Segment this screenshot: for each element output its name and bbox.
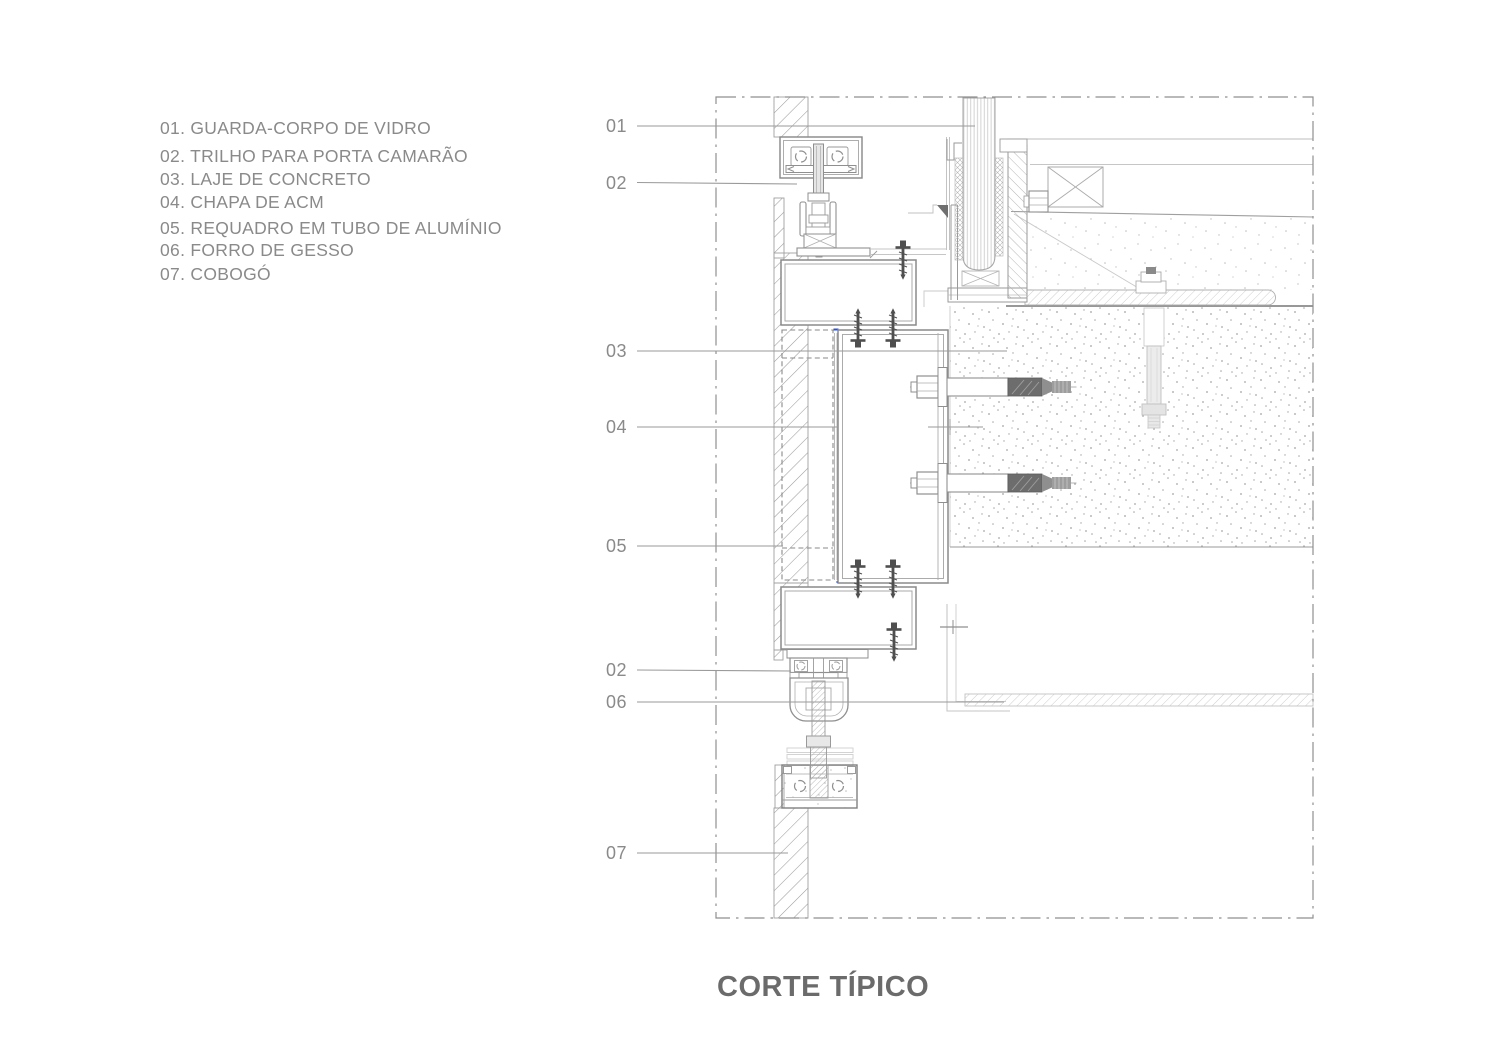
callout-label-02: 02 — [605, 173, 627, 193]
callout-label-02b: 02 — [605, 660, 627, 680]
drawing-boundary — [715, 96, 1314, 919]
glass-guardrail-group — [908, 97, 1049, 307]
glass-gasket — [994, 157, 1004, 257]
setting-block — [961, 270, 1000, 287]
frame-box — [837, 329, 949, 584]
upper-tube — [780, 259, 917, 326]
floor-track-block — [781, 764, 858, 809]
shoe-bolt — [1023, 190, 1049, 213]
door-track-bottom — [786, 649, 869, 779]
callout-label-03: 03 — [605, 341, 627, 361]
plaster-ceiling-group — [940, 604, 1314, 712]
callout-label-07: 07 — [605, 843, 627, 863]
callout-label-05: 05 — [605, 536, 627, 556]
legend-item: 01. GUARDA-CORPO DE VIDRO — [160, 118, 432, 138]
callout-leaders — [636, 125, 1007, 854]
shoe-jamb — [1007, 144, 1028, 299]
callout-label-01: 01 — [605, 116, 627, 136]
membrane-clamp — [1135, 267, 1167, 294]
acm-panel — [781, 328, 842, 583]
sealant-wedge — [937, 205, 948, 218]
waterproofing-strip — [1024, 289, 1276, 306]
plaster-board — [964, 693, 1314, 707]
callout-label-06: 06 — [605, 692, 627, 712]
callout-label-04: 04 — [605, 417, 627, 437]
concrete-slab-group — [949, 138, 1314, 548]
legend-item: 02. TRILHO PARA PORTA CAMARÃO — [160, 146, 468, 166]
legend-item: 04. CHAPA DE ACM — [160, 192, 324, 212]
legend-item: 03. LAJE DE CONCRETO — [160, 169, 371, 189]
grout-box — [1047, 166, 1104, 208]
door-track-top — [779, 136, 946, 259]
legend-item: 07. COBOGÓ — [160, 264, 271, 284]
flashing-clip — [946, 139, 962, 161]
legend-item: 06. FORRO DE GESSO — [160, 240, 355, 260]
lower-tube — [780, 586, 917, 650]
guardrail-glass — [962, 97, 996, 271]
legend-item: 05. REQUADRO EM TUBO DE ALUMÍNIO — [160, 218, 502, 238]
ceiling-hanger-rod — [1141, 307, 1167, 429]
glass-gasket — [954, 157, 964, 261]
drawing-title: CORTE TÍPICO — [717, 971, 930, 1003]
